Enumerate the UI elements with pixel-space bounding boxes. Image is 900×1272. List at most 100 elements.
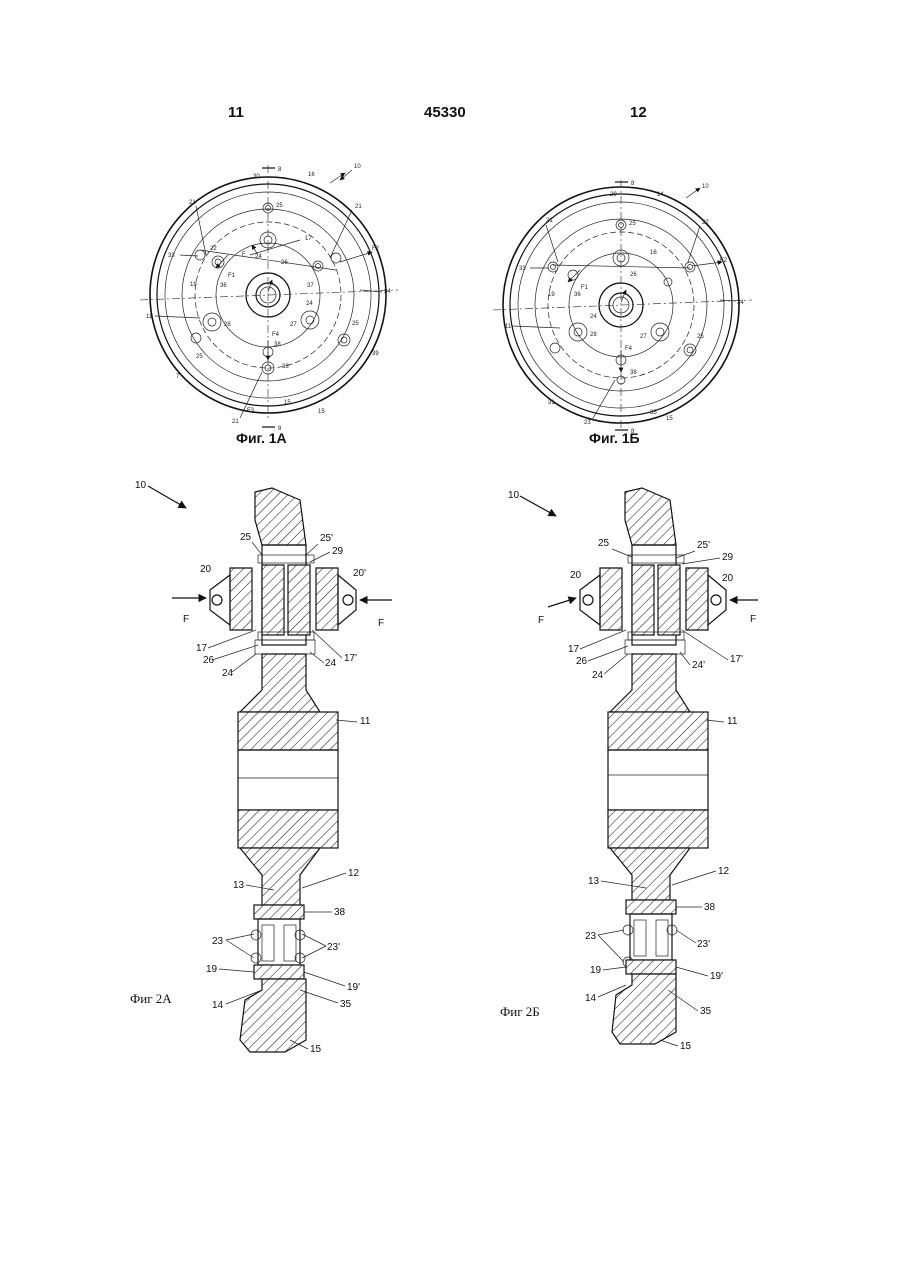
fig2a-label-12: 12 xyxy=(348,868,360,879)
fig1a-label-25a: 25 xyxy=(276,203,283,209)
fig1a-caption: Фиг. 1А xyxy=(236,430,287,446)
fig1a-label-24a: 24 xyxy=(255,254,262,260)
fig1b-label-36: 36 xyxy=(574,292,581,298)
fig2a-label-20p: 20' xyxy=(353,568,366,579)
fig1a-label-25b: 25 xyxy=(352,321,359,327)
fig2a-label-F-left: F xyxy=(183,614,189,625)
fig2a-label-15: 15 xyxy=(310,1044,322,1055)
fig1a-label-21a: 21 xyxy=(189,200,196,206)
fig1b-label-31: 31 xyxy=(548,400,555,406)
fig1b-label-16: 16 xyxy=(650,250,657,256)
fig1a-label-34: 34 xyxy=(384,289,391,295)
fig2b-label-17p: 17' xyxy=(730,654,743,665)
fig2a-label-38: 38 xyxy=(334,907,346,918)
fig2a-label-17p: 17' xyxy=(344,653,357,664)
fig2a-label-23: 23 xyxy=(212,936,224,947)
fig2b-label-13: 13 xyxy=(588,876,600,887)
fig1a-label-F: F xyxy=(242,252,246,258)
fig1a-label-10: 10 xyxy=(354,164,361,170)
fig1a-label-21c: 21 xyxy=(232,419,239,425)
fig1a-label-21b: 21 xyxy=(355,204,362,210)
fig1a-label-39: 39 xyxy=(372,351,379,357)
fig1a-label-F1: F1 xyxy=(228,273,236,279)
fig1a-label-26: 26 xyxy=(281,260,288,266)
figure-2b: 10 25 25' 29 20 20 F F 17 17' 26 24 24' … xyxy=(500,488,758,1052)
fig2b-label-11: 11 xyxy=(727,716,738,727)
figure-2a: 10 25 25' 29 20 20' F F 17 17' 26 24 24 … xyxy=(130,480,392,1055)
fig1b-label-F1: F1 xyxy=(581,285,589,291)
fig2a-label-10: 10 xyxy=(135,480,147,491)
fig1a-label-33: 33 xyxy=(168,253,175,259)
fig1a-label-F2: F2 xyxy=(372,246,380,252)
fig2b-label-23p: 23' xyxy=(697,939,710,950)
fig2a-label-26: 26 xyxy=(203,655,215,666)
fig2b-label-24p: 24' xyxy=(692,660,705,671)
fig1a-label-16: 16 xyxy=(308,172,315,178)
fig2b-label-38: 38 xyxy=(704,902,716,913)
fig2a-label-11: 11 xyxy=(360,716,371,727)
fig1a-label-28: 28 xyxy=(224,322,231,328)
fig1b-label-27: 27 xyxy=(640,334,647,340)
fig2b-label-12: 12 xyxy=(718,866,730,877)
fig1a-label-11: 11 xyxy=(146,314,153,320)
fig2a-label-19p: 19' xyxy=(347,982,360,993)
fig2b-label-14: 14 xyxy=(585,993,597,1004)
fig2a-label-F-right: F xyxy=(378,618,384,629)
fig1a-label-7: 7 xyxy=(176,374,180,380)
fig1b-label-10: 10 xyxy=(702,184,709,190)
fig2a-label-35: 35 xyxy=(340,999,352,1010)
fig2b-label-20b: 20 xyxy=(722,573,734,584)
fig2b-label-25: 25 xyxy=(598,538,610,549)
figure-1a: 8 8 10 30 16 25 21 21 21 33 22 19 36 17 … xyxy=(140,164,398,446)
fig2a-label-19: 19 xyxy=(206,964,218,975)
fig1a-label-38a: 38 xyxy=(274,342,281,348)
fig1a-label-37: 37 xyxy=(307,283,314,289)
fig2a-label-25: 25 xyxy=(240,532,252,543)
fig2a-label-20: 20 xyxy=(200,564,212,575)
fig1b-label-11: 11 xyxy=(505,324,512,330)
fig1b-label-33: 33 xyxy=(519,266,526,272)
fig1b-label-F2: F2 xyxy=(720,258,728,264)
fig1a-label-19: 19 xyxy=(190,282,197,288)
fig1a-label-30: 30 xyxy=(253,174,260,180)
fig1a-label-17: 17 xyxy=(305,236,312,242)
fig2b-caption: Фиг 2Б xyxy=(500,1004,540,1019)
fig2a-label-25p: 25' xyxy=(320,533,333,544)
fig2b-label-25p: 25' xyxy=(697,540,710,551)
fig2a-caption: Фиг 2А xyxy=(130,991,172,1006)
fig1b-label-15: 15 xyxy=(666,416,673,422)
fig1b-label-24: 24 xyxy=(590,314,597,320)
fig2b-label-17: 17 xyxy=(568,644,580,655)
fig1a-label-22: 22 xyxy=(210,246,217,252)
fig1b-label-22: 22 xyxy=(702,220,709,226)
fig1a-label-8-top: 8 xyxy=(278,167,282,173)
fig1a-label-15b: 15 xyxy=(318,409,325,415)
fig2b-label-20: 20 xyxy=(570,570,582,581)
fig1b-label-8-top: 8 xyxy=(631,181,635,187)
fig1b-caption: Фиг. 1Б xyxy=(589,430,640,446)
fig2b-label-23: 23 xyxy=(585,931,597,942)
fig2a-label-14: 14 xyxy=(212,1000,224,1011)
fig1b-label-35: 35 xyxy=(650,410,657,416)
fig1a-label-27: 27 xyxy=(290,322,297,328)
fig2b-label-26: 26 xyxy=(576,656,588,667)
fig1a-label-F4: F4 xyxy=(272,332,280,338)
fig1a-label-F3: F3 xyxy=(247,408,255,414)
fig1a-label-36: 36 xyxy=(220,283,227,289)
fig1b-label-14: 14 xyxy=(657,192,664,198)
fig1b-label-28: 28 xyxy=(590,332,597,338)
fig2a-label-24b: 24 xyxy=(325,658,337,669)
fig2b-label-10: 10 xyxy=(508,490,520,501)
fig1b-label-21: 21 xyxy=(546,218,553,224)
fig2b-label-24: 24 xyxy=(592,670,604,681)
fig1b-label-25b: 25 xyxy=(697,334,704,340)
fig1b-label-F4: F4 xyxy=(625,346,633,352)
fig2b-label-F-right: F xyxy=(750,614,756,625)
fig1b-label-23: 23 xyxy=(584,420,591,426)
fig2b-label-35: 35 xyxy=(700,1006,712,1017)
fig1a-label-15a: 15 xyxy=(284,400,291,406)
fig1b-label-19: 19 xyxy=(548,292,555,298)
fig1b-label-38: 38 xyxy=(630,370,637,376)
fig2a-label-13: 13 xyxy=(233,880,245,891)
fig2b-label-19: 19 xyxy=(590,965,602,976)
